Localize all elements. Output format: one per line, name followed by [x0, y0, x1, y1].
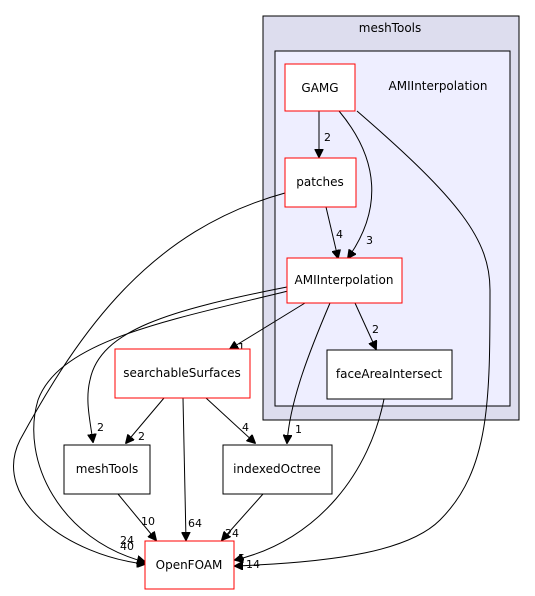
edge-searchable-meshtools-label: 2	[138, 430, 145, 443]
node-gamg[interactable]: GAMG	[284, 63, 356, 112]
node-openfoam[interactable]: OpenFOAM	[144, 540, 235, 590]
node-searchablesurfaces-label: searchableSurfaces	[123, 366, 241, 380]
edge-meshtools-openfoam[interactable]: 10	[117, 493, 156, 540]
edge-ami-indexedoctree-label: 1	[295, 423, 302, 436]
edge-ami-meshtools-label: 2	[97, 421, 104, 434]
nodes: GAMG patches AMIInterpolation faceAreaIn…	[63, 63, 453, 590]
edge-searchable-indexedoctree[interactable]: 4	[205, 397, 255, 443]
cluster-meshtools-label: meshTools	[359, 21, 422, 35]
edge-gamg-ami-label: 3	[366, 234, 373, 247]
edge-ami-indexedoctree[interactable]: 1	[287, 302, 331, 443]
edge-ami-face[interactable]: 2	[354, 302, 379, 349]
edge-patches-openfoam[interactable]: 40	[13, 192, 286, 564]
edge-ami-searchable-label: 1	[238, 341, 245, 354]
edge-ami-face-label: 2	[372, 323, 379, 336]
node-patches[interactable]: patches	[284, 157, 357, 208]
edge-searchable-meshtools[interactable]: 2	[126, 397, 165, 443]
edge-ami-openfoam[interactable]: 24	[33, 290, 289, 562]
edge-searchable-openfoam[interactable]: 64	[183, 397, 202, 540]
edge-patches-ami-label: 4	[336, 228, 343, 241]
node-patches-label: patches	[296, 175, 344, 189]
node-searchablesurfaces[interactable]: searchableSurfaces	[114, 348, 251, 399]
edge-indexedoctree-openfoam-label: 24	[225, 527, 239, 540]
edge-meshtools-openfoam-label: 10	[141, 515, 155, 528]
edge-face-openfoam[interactable]: 5	[235, 398, 385, 565]
node-openfoam-label: OpenFOAM	[156, 558, 223, 572]
node-amiinterpolation[interactable]: AMIInterpolation	[286, 257, 403, 304]
node-gamg-label: GAMG	[301, 81, 338, 95]
edge-indexedoctree-openfoam[interactable]: 24	[222, 493, 264, 540]
edge-ami-openfoam-label: 24	[120, 534, 134, 547]
node-meshtools[interactable]: meshTools	[63, 444, 151, 495]
edge-searchable-openfoam-label: 64	[188, 517, 202, 530]
edge-gamg-patches[interactable]: 2	[319, 111, 331, 157]
node-faceareaintersect-label: faceAreaIntersect	[336, 367, 443, 381]
node-meshtools-label: meshTools	[76, 462, 139, 476]
node-amiinterpolation-label: AMIInterpolation	[295, 273, 394, 287]
edge-gamg-openfoam[interactable]: 14	[235, 110, 491, 571]
edge-patches-openfoam-label: 40	[120, 540, 134, 553]
edges: 2 3 14 4 40 2 1 2	[13, 110, 491, 571]
edge-face-openfoam-label: 5	[238, 552, 245, 565]
edge-ami-meshtools[interactable]: 2	[87, 286, 288, 442]
edge-ami-searchable[interactable]: 1	[230, 302, 306, 354]
edge-gamg-patches-label: 2	[324, 131, 331, 144]
node-faceareaintersect[interactable]: faceAreaIntersect	[326, 349, 453, 400]
edge-gamg-openfoam-label: 14	[246, 558, 260, 571]
edge-gamg-ami[interactable]: 3	[338, 110, 373, 258]
edge-patches-ami[interactable]: 4	[325, 206, 343, 258]
edge-searchable-indexedoctree-label: 4	[242, 421, 249, 434]
node-indexedoctree[interactable]: indexedOctree	[222, 444, 333, 495]
node-indexedoctree-label: indexedOctree	[233, 462, 321, 476]
cluster-amiinterpolation-label: AMIInterpolation	[389, 79, 488, 93]
